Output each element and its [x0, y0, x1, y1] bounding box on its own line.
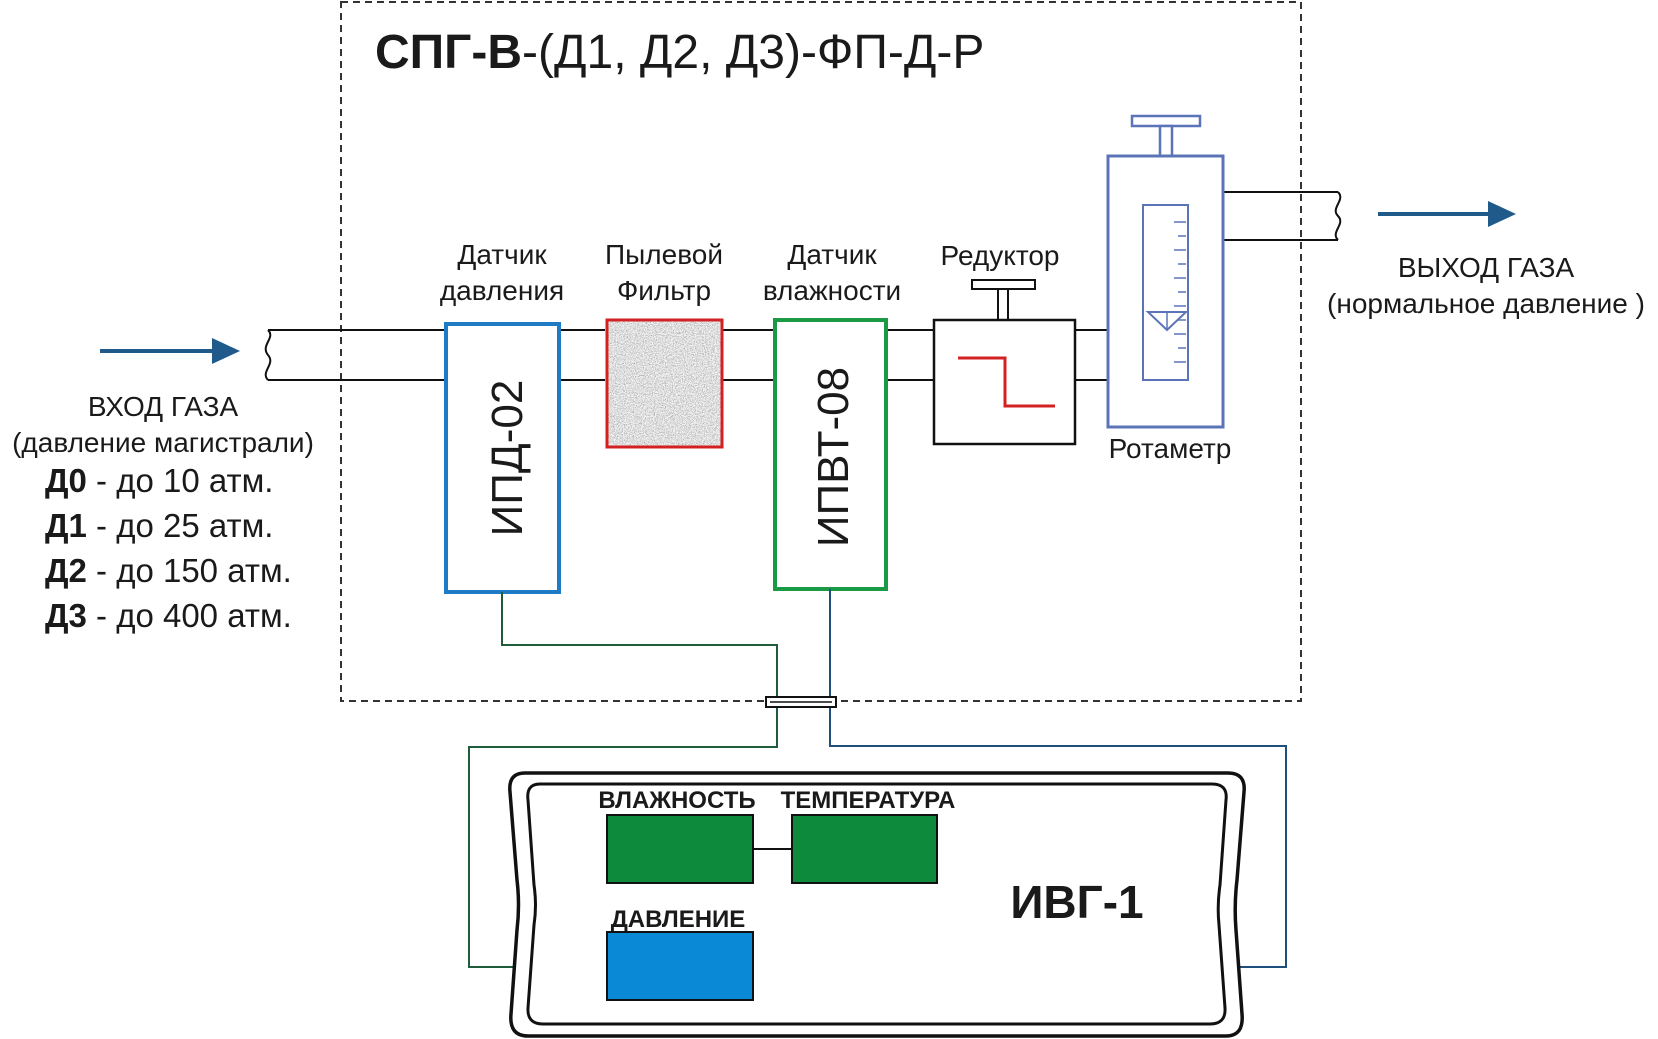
gas-out-subtitle: (нормальное давление ): [1327, 288, 1645, 319]
pressure-display-label: ДАВЛЕНИЕ: [611, 906, 746, 933]
gas-in-title: ВХОД ГАЗА: [88, 391, 239, 422]
reducer-handle-bar: [971, 279, 1036, 290]
rotameter-stem: [1158, 124, 1174, 158]
reducer-handle-stem: [997, 288, 1009, 321]
gas-in-arrowhead: [212, 338, 240, 364]
humidity-display-label: ВЛАЖНОСТЬ: [598, 787, 755, 814]
pressure-sensor-device: ИПД-02: [483, 380, 532, 537]
dust-filter-box: [605, 318, 724, 449]
humidity-display: [606, 814, 754, 884]
pressure-sensor-label-1: Датчик: [457, 239, 547, 270]
pressure-signal-wire: [468, 592, 778, 972]
humidity-sensor-label-2: влажности: [763, 275, 901, 306]
rotameter-label: Ротаметр: [1109, 433, 1232, 464]
pressure-range-code: Д0: [45, 462, 87, 499]
humidity-sensor-box: [773, 318, 888, 591]
unit-title-bold: СПГ-В: [375, 26, 522, 79]
dust-filter-label-1: Пылевой: [605, 239, 723, 270]
unit-title: СПГ-В-(Д1, Д2, Д3)-ФП-Д-Р: [375, 26, 984, 79]
unit-title-rest: -(Д1, Д2, Д3)-ФП-Д-Р: [522, 26, 984, 79]
pressure-range-code: Д3: [45, 597, 87, 634]
temperature-display-label: ТЕМПЕРАТУРА: [781, 787, 956, 814]
pressure-range-item: Д0 - до 10 атм.: [45, 462, 273, 499]
pressure-range-item: Д3 - до 400 атм.: [45, 597, 292, 634]
pressure-display: [606, 931, 754, 1001]
rotameter-body: [1106, 154, 1225, 429]
humidity-sensor-device: ИПВТ-08: [809, 367, 858, 547]
dust-filter-label-2: Фильтр: [617, 275, 711, 306]
dust-filter-texture: [607, 320, 722, 447]
reducer-step-symbol: [958, 356, 1055, 408]
gas-in-ranges: Д0 - до 10 атм.Д1 - до 25 атм.Д2 - до 15…: [45, 462, 292, 634]
rotameter-top-bar: [1130, 114, 1202, 128]
gas-out-title: ВЫХОД ГАЗА: [1398, 252, 1575, 283]
pressure-range-item: Д1 - до 25 атм.: [45, 507, 273, 544]
pressure-range-text: - до 10 атм.: [87, 462, 274, 499]
gas-in-subtitle: (давление магистрали): [12, 427, 314, 458]
rotameter-scale: [1174, 221, 1186, 363]
pressure-range-text: - до 400 атм.: [87, 597, 292, 634]
pressure-range-code: Д1: [45, 507, 87, 544]
temperature-display: [791, 814, 938, 884]
pressure-range-text: - до 150 атм.: [87, 552, 292, 589]
pressure-range-code: Д2: [45, 552, 87, 589]
pressure-range-text: - до 25 атм.: [87, 507, 274, 544]
meter-name: ИВГ-1: [1010, 876, 1143, 928]
pipeline: [264, 191, 1342, 381]
pressure-range-item: Д2 - до 150 атм.: [45, 552, 292, 589]
humidity-sensor-label-1: Датчик: [787, 239, 877, 270]
gas-out-arrowhead: [1488, 201, 1516, 227]
reducer-label: Редуктор: [941, 240, 1060, 271]
pressure-sensor-label-2: давления: [440, 275, 564, 306]
